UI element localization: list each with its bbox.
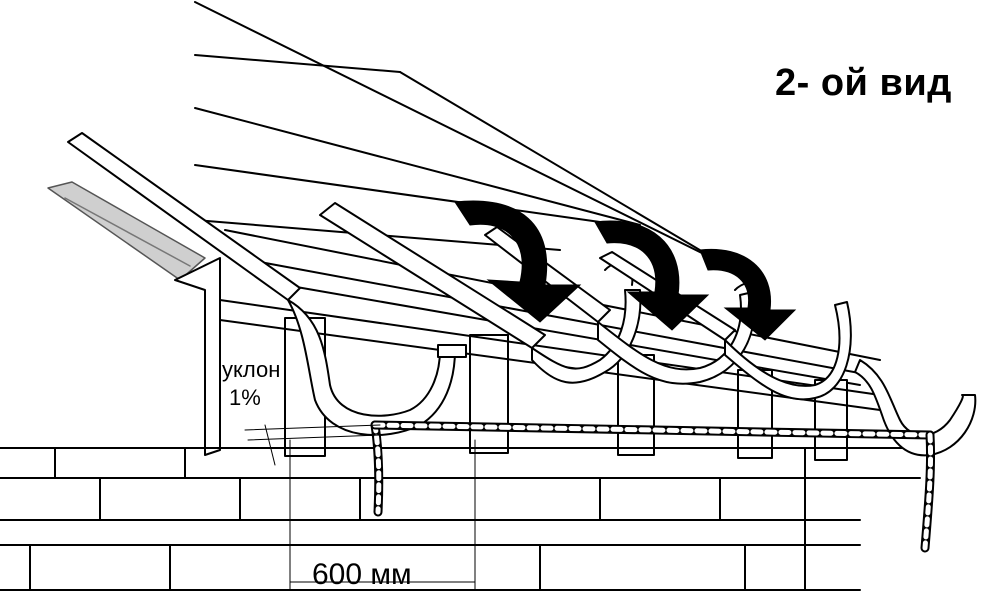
- installation-arrows: [454, 200, 797, 341]
- gutter-hook-far: [854, 359, 977, 457]
- slope-label: уклон: [222, 357, 281, 382]
- dimension-lines: [244, 424, 476, 591]
- roof-flashing-strip: [47, 181, 206, 281]
- brick-wall: [0, 447, 921, 591]
- gutter-hook-front: [67, 132, 467, 436]
- spacing-dimension: 600 мм: [312, 558, 412, 591]
- slope-value: 1%: [229, 385, 261, 410]
- arrow-3: [699, 248, 797, 341]
- gutter-hook-second: [319, 202, 642, 384]
- heating-cable: [370, 420, 936, 553]
- diagram-title: 2- ой вид: [775, 62, 952, 104]
- arrow-2: [594, 220, 710, 331]
- arrow-1: [454, 200, 582, 323]
